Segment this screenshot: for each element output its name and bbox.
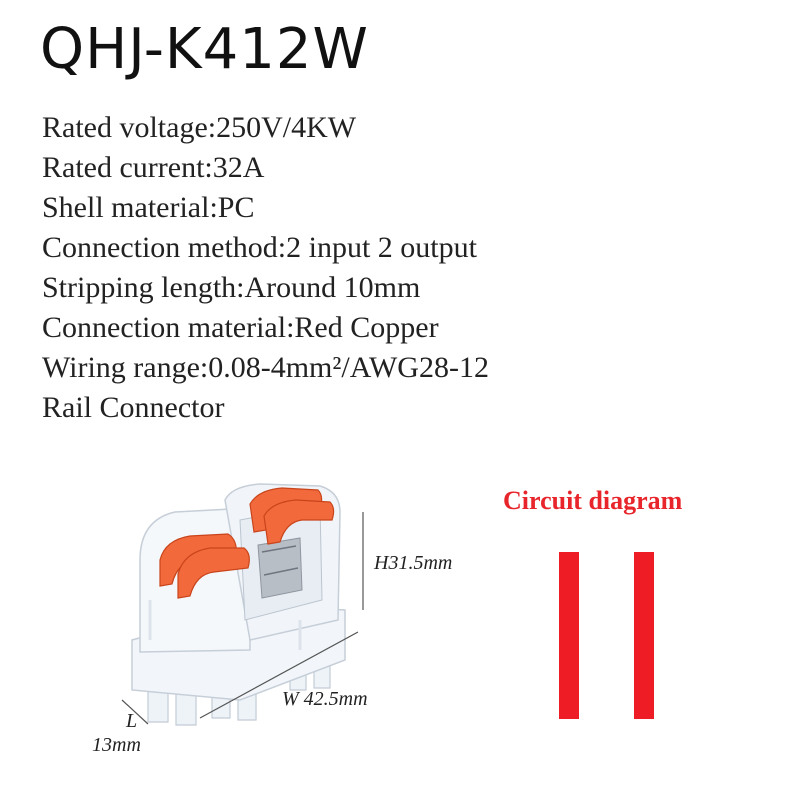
spec-list: Rated voltage:250V/4KW Rated current:32A… <box>42 108 489 428</box>
spec-connection-material: Connection material:Red Copper <box>42 311 439 344</box>
spec-connection-method: Connection method:2 input 2 output <box>42 231 477 264</box>
spec-stripping-length: Stripping length:Around 10mm <box>42 271 421 304</box>
spec-rated-voltage: Rated voltage:250V/4KW <box>42 111 357 144</box>
circuit-line-left <box>559 552 579 719</box>
spec-rail-connector: Rail Connector <box>42 391 225 424</box>
connector-product-image <box>121 483 364 726</box>
spec-shell-material: Shell material:PC <box>42 191 255 224</box>
dimension-height: H31.5mm <box>374 552 453 574</box>
spec-wiring-range: Wiring range:0.08-4mm²/AWG28-12 <box>42 351 489 384</box>
dimension-width: W 42.5mm <box>282 688 368 710</box>
product-title: QHJ-K412W <box>40 17 369 82</box>
connector-levers <box>159 487 335 599</box>
circuit-line-right <box>634 552 654 719</box>
dimension-length-label: L <box>126 710 138 732</box>
dimension-lines <box>121 512 364 725</box>
dimension-length-value: 13mm <box>92 734 141 756</box>
spec-rated-current: Rated current:32A <box>42 151 265 184</box>
circuit-diagram-title: Circuit diagram <box>503 486 683 515</box>
